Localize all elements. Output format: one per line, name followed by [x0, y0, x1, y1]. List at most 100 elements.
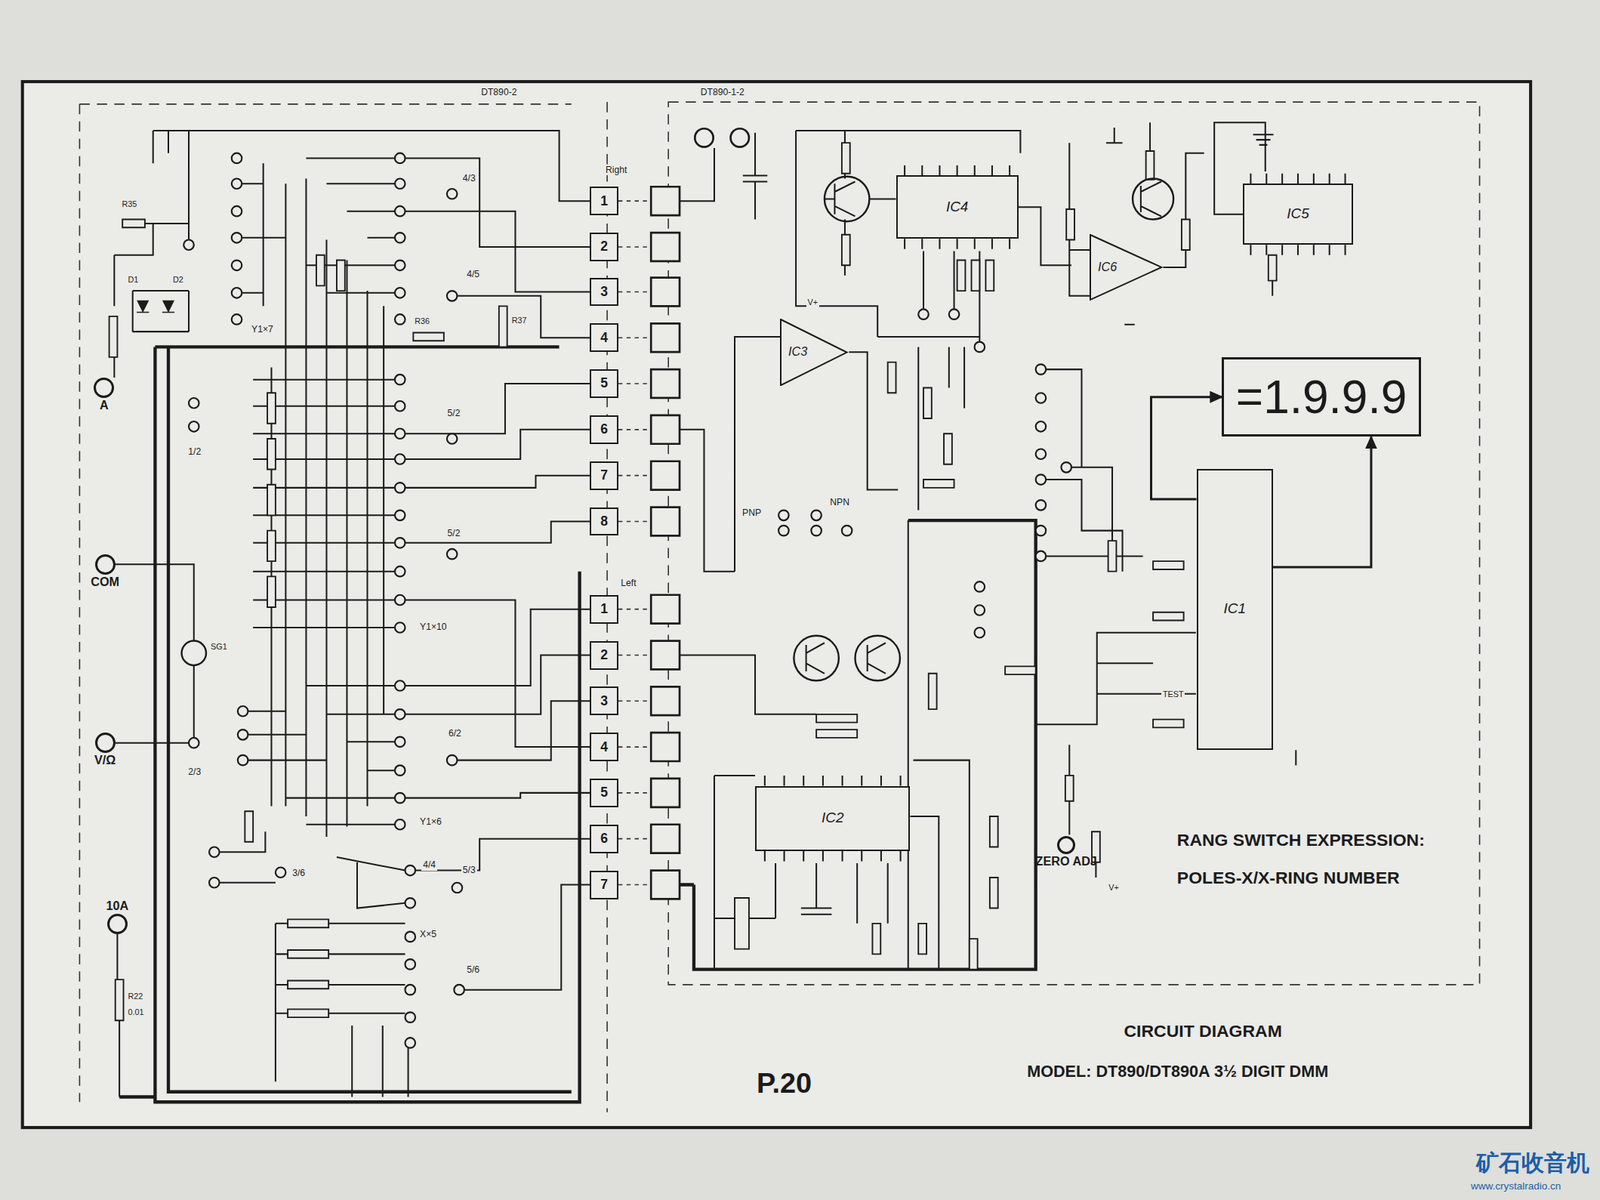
- range-label: Y1×10: [418, 622, 449, 632]
- range-label: Y1×7: [249, 324, 275, 335]
- ground-bus: [119, 346, 1036, 1102]
- range-label: X×5: [418, 929, 438, 940]
- pad-number: 7: [600, 877, 608, 892]
- switch-pad: 3: [589, 686, 619, 716]
- group-label: Right: [604, 165, 629, 176]
- watermark: 矿石收音机: [1474, 1150, 1591, 1176]
- pad-number: 2: [600, 647, 608, 663]
- pad-number: 7: [600, 468, 608, 483]
- ic-name: IC4: [946, 199, 969, 216]
- display-digits: =1.9.9.9: [1236, 371, 1407, 423]
- part-label: D2: [171, 275, 185, 285]
- switch-pad: 2: [589, 232, 619, 262]
- input-socket: [694, 128, 713, 147]
- switch-pad: 7: [589, 461, 619, 491]
- transistor-symbol: [1132, 178, 1174, 219]
- transistor-socket: [854, 635, 900, 681]
- pole-label: 1/2: [186, 447, 203, 457]
- input-jack: A: [93, 377, 115, 398]
- pad-number: 5: [600, 376, 608, 391]
- note-text: RANG SWITCH EXPRESSION:: [1175, 830, 1427, 850]
- ic-name: IC6: [1097, 260, 1117, 275]
- jack-label: COM: [90, 575, 120, 589]
- switch-pad: 4: [589, 323, 619, 352]
- switch-pad: 3: [589, 277, 619, 307]
- ic-name: IC2: [821, 810, 844, 827]
- input-jack: 10A: [107, 913, 128, 935]
- board-boundary: [79, 101, 1480, 1113]
- ic-name: IC3: [788, 345, 808, 359]
- ic-box: IC1: [1196, 468, 1274, 750]
- pad-number: 1: [600, 601, 608, 617]
- range-label: Y1×6: [418, 816, 444, 827]
- frame: [22, 81, 1531, 1128]
- transistor-label: PNP: [740, 508, 763, 518]
- transistor-label: NPN: [828, 497, 851, 508]
- switch-pad: 1: [589, 594, 619, 624]
- diagram-title: CIRCUIT DIAGRAM: [1122, 1021, 1284, 1041]
- jack-label: A: [99, 398, 109, 413]
- pad-links: [618, 200, 651, 885]
- lcd-display: =1.9.9.9: [1221, 357, 1422, 437]
- jack-label: 10A: [106, 899, 130, 913]
- part-label: R35: [120, 200, 139, 210]
- pad-number: 3: [600, 693, 608, 709]
- signal-label: TEST: [1161, 690, 1186, 700]
- part-label: R22: [126, 992, 145, 1002]
- neon-lamp: [181, 641, 207, 666]
- input-socket: [730, 128, 750, 147]
- ic-box: IC5: [1242, 183, 1354, 245]
- part-label: SG1: [209, 642, 229, 652]
- pole-label: 2/3: [186, 767, 203, 777]
- pad-number: 6: [600, 422, 608, 437]
- diode-symbols: [136, 301, 175, 313]
- switch-pad: 5: [589, 369, 619, 398]
- ic-box: IC2: [755, 786, 910, 851]
- pad-number: 1: [600, 194, 608, 209]
- switch-pads: [650, 186, 680, 899]
- pole-label: 3/6: [290, 868, 307, 879]
- switch-pad: 7: [589, 870, 619, 900]
- switch-pad: 5: [589, 778, 619, 808]
- note-text: POLES-X/X-RING NUMBER: [1175, 868, 1402, 888]
- pole-label: 4/4: [421, 860, 438, 870]
- opamp-triangle: IC3: [779, 318, 849, 386]
- switch-pad: 6: [589, 824, 619, 854]
- supply-label: V+: [1106, 883, 1121, 893]
- sheet-label: DT890-1-2: [699, 87, 747, 98]
- pad-number: 6: [600, 831, 608, 846]
- opamp-outline: [1090, 234, 1162, 300]
- transistor-leads: [806, 181, 1162, 674]
- part-label: R36: [413, 317, 432, 327]
- part-label: R37: [510, 316, 529, 326]
- part-label: D1: [126, 275, 141, 285]
- switch-contacts: [183, 153, 1072, 1049]
- sheet-label: DT890-2: [479, 87, 518, 98]
- page-number: P.20: [755, 1067, 814, 1100]
- ic-name: IC5: [1286, 206, 1309, 222]
- pole-label: 5/2: [446, 528, 463, 539]
- switch-pad: 4: [589, 732, 619, 762]
- model-caption: MODEL: DT890/DT890A 3½ DIGIT DMM: [1025, 1062, 1330, 1081]
- pole-label: 5/2: [446, 408, 463, 419]
- signal-arrow: [1273, 436, 1372, 568]
- opamp-outline: [780, 319, 848, 386]
- pole-label: 5/6: [465, 964, 481, 975]
- pad-number: 8: [600, 514, 608, 529]
- pad-number: 3: [600, 284, 608, 300]
- transistor-socket: [793, 635, 839, 681]
- pad-number: 4: [600, 739, 608, 755]
- value-label: 0.01: [126, 1008, 146, 1018]
- jack-label: ZERO ADJ: [1035, 854, 1098, 869]
- supply-label: V+: [806, 298, 821, 308]
- pad-number: 4: [600, 330, 608, 346]
- pole-label: 5/3: [461, 865, 478, 876]
- group-label: Left: [619, 578, 638, 589]
- switch-pad: 1: [589, 186, 619, 216]
- ic-box: IC4: [896, 175, 1019, 239]
